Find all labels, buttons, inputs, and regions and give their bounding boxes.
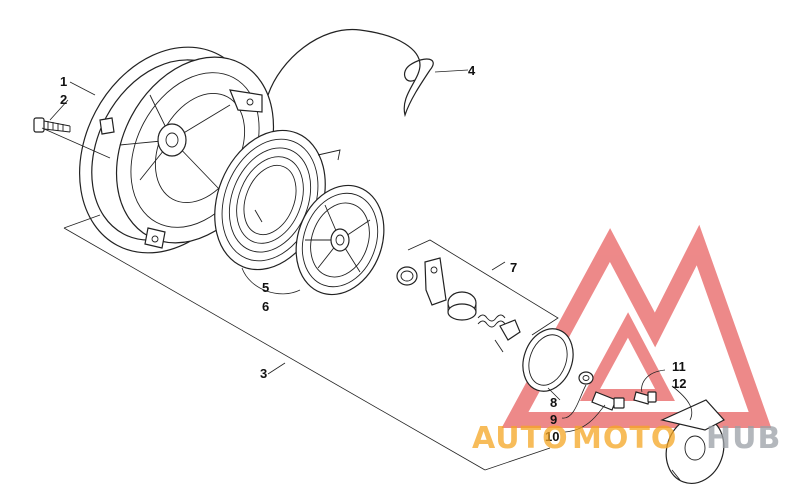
cup-bolt [633, 391, 657, 405]
watermark-moto: MOTO [572, 421, 677, 456]
callout-3: 3 [260, 366, 267, 381]
watermark-triangle-inner [579, 312, 675, 401]
callout-10: 10 [545, 429, 559, 444]
watermark-hub: HUB [706, 421, 781, 456]
friction-plate [522, 328, 574, 392]
callout-12: 12 [672, 376, 686, 391]
callout-7: 7 [510, 260, 517, 275]
starter-rope [267, 28, 434, 118]
watermark-auto: AUTO [472, 421, 569, 456]
housing-screw [33, 117, 71, 133]
callout-2: 2 [60, 92, 67, 107]
callout-9: 9 [550, 412, 557, 427]
callout-4: 4 [468, 63, 476, 78]
rope-reel [295, 184, 385, 296]
watermark-wordmark: AUTO MOTO HUB [472, 421, 781, 456]
pawl-kit [396, 257, 521, 353]
callout-5: 5 [262, 280, 269, 295]
center-bolt [591, 391, 625, 411]
leader-lines [41, 69, 693, 471]
callout-8: 8 [550, 395, 557, 410]
washer [578, 371, 594, 385]
callout-6: 6 [262, 299, 269, 314]
starter-cup [660, 399, 725, 484]
callout-1: 1 [60, 74, 67, 89]
starter-housing [79, 46, 275, 254]
callout-labels: 1 2 3 4 5 6 7 8 9 10 11 12 [60, 63, 686, 444]
callout-11: 11 [672, 359, 686, 374]
